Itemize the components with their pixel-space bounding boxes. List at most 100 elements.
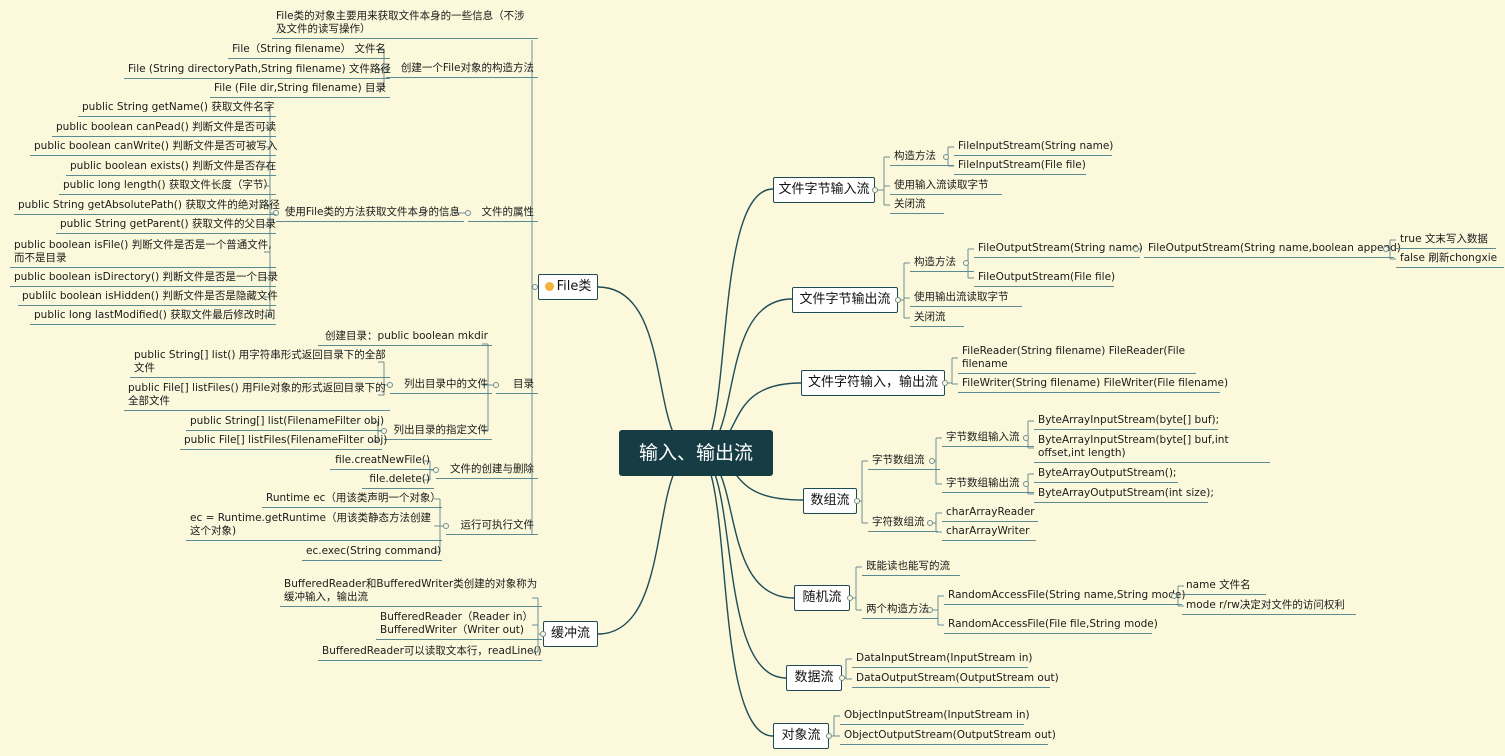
mindmap-node[interactable]: FileOutputStream(String name,boolean app… [1144, 242, 1401, 258]
mindmap-node[interactable]: public String getParent() 获取文件的父目录 [56, 218, 276, 234]
mindmap-node[interactable]: 字节数组输入流 [942, 431, 1034, 447]
mindmap-node[interactable]: ByteArrayOutputStream(int size); [1034, 487, 1214, 503]
collapse-dot[interactable] [854, 498, 860, 504]
mindmap-node[interactable]: BufferedReader和BufferedWriter类创建的对象称为缓冲输… [280, 578, 542, 607]
topic-object-stream[interactable]: 对象流 [773, 723, 829, 749]
topic-file-class[interactable]: File类 [538, 274, 598, 300]
mindmap-node[interactable]: File (File dir,String filename) 目录 [210, 82, 390, 98]
mindmap-node[interactable]: BufferedReader可以读取文本行，readLine() [318, 645, 542, 661]
collapse-dot[interactable] [872, 187, 878, 193]
topic-buffered-stream[interactable]: 缓冲流 [543, 621, 598, 647]
collapse-dot[interactable] [532, 284, 538, 290]
mindmap-node[interactable]: ec.exec(String command) [302, 545, 442, 561]
collapse-dot[interactable] [1383, 246, 1389, 252]
mindmap-node[interactable]: 构造方法 [890, 150, 954, 166]
topic-data-stream[interactable]: 数据流 [786, 665, 842, 691]
mindmap-node[interactable]: public String getAbsolutePath() 获取文件的绝对路… [14, 199, 280, 215]
topic-array-stream[interactable]: 数组流 [803, 488, 857, 514]
root-topic[interactable]: 输入、输出流 [619, 430, 773, 476]
mindmap-node[interactable]: FileInputStream(String name) [954, 140, 1113, 156]
mindmap-node[interactable]: file.delete() [362, 473, 434, 489]
mindmap-node[interactable]: File类的对象主要用来获取文件本身的一些信息（不涉及文件的读写操作） [272, 10, 538, 39]
collapse-dot[interactable] [433, 467, 439, 473]
collapse-dot[interactable] [1171, 593, 1177, 599]
mindmap-node[interactable]: public String[] list(FilenameFilter obj) [186, 415, 384, 431]
topic-file-char-stream[interactable]: 文件字符输入，输出流 [801, 370, 945, 396]
mindmap-node[interactable]: public boolean isDirectory() 判断文件是否是一个目录 [10, 271, 278, 287]
collapse-dot[interactable] [387, 382, 393, 388]
mindmap-node[interactable]: true 文末写入数据 [1396, 233, 1496, 249]
collapse-dot[interactable] [963, 260, 969, 266]
mindmap-node[interactable]: 字节数组流 [868, 454, 940, 470]
mindmap-node[interactable]: 运行可执行文件 [446, 519, 538, 535]
mindmap-node[interactable]: 关闭流 [890, 198, 944, 214]
mindmap-node[interactable]: public String getName() 获取文件名字 [78, 101, 276, 117]
mindmap-node[interactable]: publilc boolean isHidden() 判断文件是否是隐藏文件 [18, 290, 278, 306]
mindmap-node[interactable]: public long lastModified() 获取文件最后修改时间 [30, 309, 276, 325]
mindmap-node[interactable]: RandomAccessFile(File file,String mode) [944, 618, 1158, 634]
mindmap-node[interactable]: FileReader(String filename) FileReader(F… [958, 345, 1196, 374]
mindmap-node[interactable]: FileInputStream(File file) [954, 159, 1086, 175]
collapse-dot[interactable] [1023, 481, 1029, 487]
mindmap-node[interactable]: public boolean exists() 判断文件是否存在 [66, 160, 276, 176]
topic-random-access-stream[interactable]: 随机流 [794, 585, 850, 611]
mindmap-node[interactable]: 使用File类的方法获取文件本身的信息 [276, 206, 464, 222]
collapse-dot[interactable] [381, 428, 387, 434]
collapse-dot[interactable] [1133, 246, 1139, 252]
collapse-dot[interactable] [839, 675, 845, 681]
mindmap-node[interactable]: public boolean isFile() 判断文件是否是一个普通文件,而不… [10, 239, 276, 268]
mindmap-node[interactable]: 列出目录中的文件 [390, 378, 492, 394]
mindmap-node[interactable]: 字节数组输出流 [942, 477, 1034, 493]
mindmap-node[interactable]: 创建目录：public boolean mkdir [318, 330, 492, 346]
collapse-dot[interactable] [847, 595, 853, 601]
mindmap-node[interactable]: 文件的创建与删除 [436, 463, 538, 479]
mindmap-node[interactable]: File (String directoryPath,String filena… [124, 63, 391, 79]
mindmap-node[interactable]: 使用输出流读取字节 [910, 291, 1022, 307]
collapse-dot[interactable] [826, 733, 832, 739]
collapse-dot[interactable] [943, 154, 949, 160]
mindmap-node[interactable]: charArrayReader [942, 506, 1038, 522]
collapse-dot[interactable] [383, 67, 389, 73]
mindmap-node[interactable]: DataOutputStream(OutputStream out) [852, 672, 1059, 688]
collapse-dot[interactable] [927, 607, 933, 613]
mindmap-node[interactable]: false 刷新chongxie [1396, 252, 1504, 268]
mindmap-node[interactable]: public long length() 获取文件长度（字节） [59, 179, 276, 195]
collapse-dot[interactable] [465, 210, 471, 216]
topic-file-byte-output-stream[interactable]: 文件字节输出流 [792, 287, 898, 313]
mindmap-node[interactable]: 既能读也能写的流 [862, 560, 960, 576]
mindmap-node[interactable]: public String[] list() 用字符串形式返回目录下的全部文件 [130, 349, 390, 378]
mindmap-node[interactable]: DataInputStream(InputStream in) [852, 652, 1033, 668]
mindmap-node[interactable]: public boolean canWrite() 判断文件是否可被写入 [30, 140, 277, 156]
mindmap-node[interactable]: 两个构造方法 [862, 603, 938, 619]
mindmap-node[interactable]: 字符数组流 [868, 516, 938, 532]
mindmap-node[interactable]: FileWriter(String filename) FileWriter(F… [958, 377, 1228, 393]
mindmap-node[interactable]: 关闭流 [910, 311, 964, 327]
collapse-dot[interactable] [443, 523, 449, 529]
mindmap-node[interactable]: charArrayWriter [942, 525, 1036, 541]
mindmap-node[interactable]: 目录 [496, 378, 538, 394]
mindmap-node[interactable]: ByteArrayInputStream(byte[] buf,int offs… [1034, 434, 1270, 463]
mindmap-node[interactable]: 列出目录的指定文件 [384, 424, 492, 440]
collapse-dot[interactable] [942, 380, 948, 386]
mindmap-node[interactable]: public File[] listFiles() 用File对象的形式返回目录… [124, 382, 390, 411]
mindmap-node[interactable]: file.creatNewFile() [330, 454, 434, 470]
mindmap-node[interactable]: ByteArrayInputStream(byte[] buf); [1034, 414, 1219, 430]
collapse-dot[interactable] [540, 631, 546, 637]
mindmap-node[interactable]: ObjectOutputStream(OutputStream out) [840, 729, 1056, 745]
mindmap-node[interactable]: mode r/rw决定对文件的访问权利 [1182, 599, 1356, 615]
collapse-dot[interactable] [493, 382, 499, 388]
collapse-dot[interactable] [273, 210, 279, 216]
mindmap-node[interactable]: 创建一个File对象的构造方法 [386, 62, 538, 78]
mindmap-node[interactable]: name 文件名 [1182, 579, 1266, 595]
mindmap-node[interactable]: FileOutputStream(String name) [974, 242, 1143, 258]
mindmap-node[interactable]: BufferedReader（Reader in） BufferedWriter… [376, 611, 542, 640]
mindmap-node[interactable]: File（String filename） 文件名 [228, 43, 390, 59]
collapse-dot[interactable] [895, 297, 901, 303]
collapse-dot[interactable] [929, 458, 935, 464]
mindmap-node[interactable]: Runtime ec（用该类声明一个对象） [262, 492, 442, 508]
mindmap-node[interactable]: ObjectInputStream(InputStream in) [840, 709, 1030, 725]
mindmap-node[interactable]: 构造方法 [910, 256, 974, 272]
mindmap-node[interactable]: 文件的属性 [468, 206, 538, 222]
mindmap-node[interactable]: public boolean canPead() 判断文件是否可读 [52, 121, 276, 137]
mindmap-node[interactable]: ByteArrayOutputStream(); [1034, 467, 1178, 483]
